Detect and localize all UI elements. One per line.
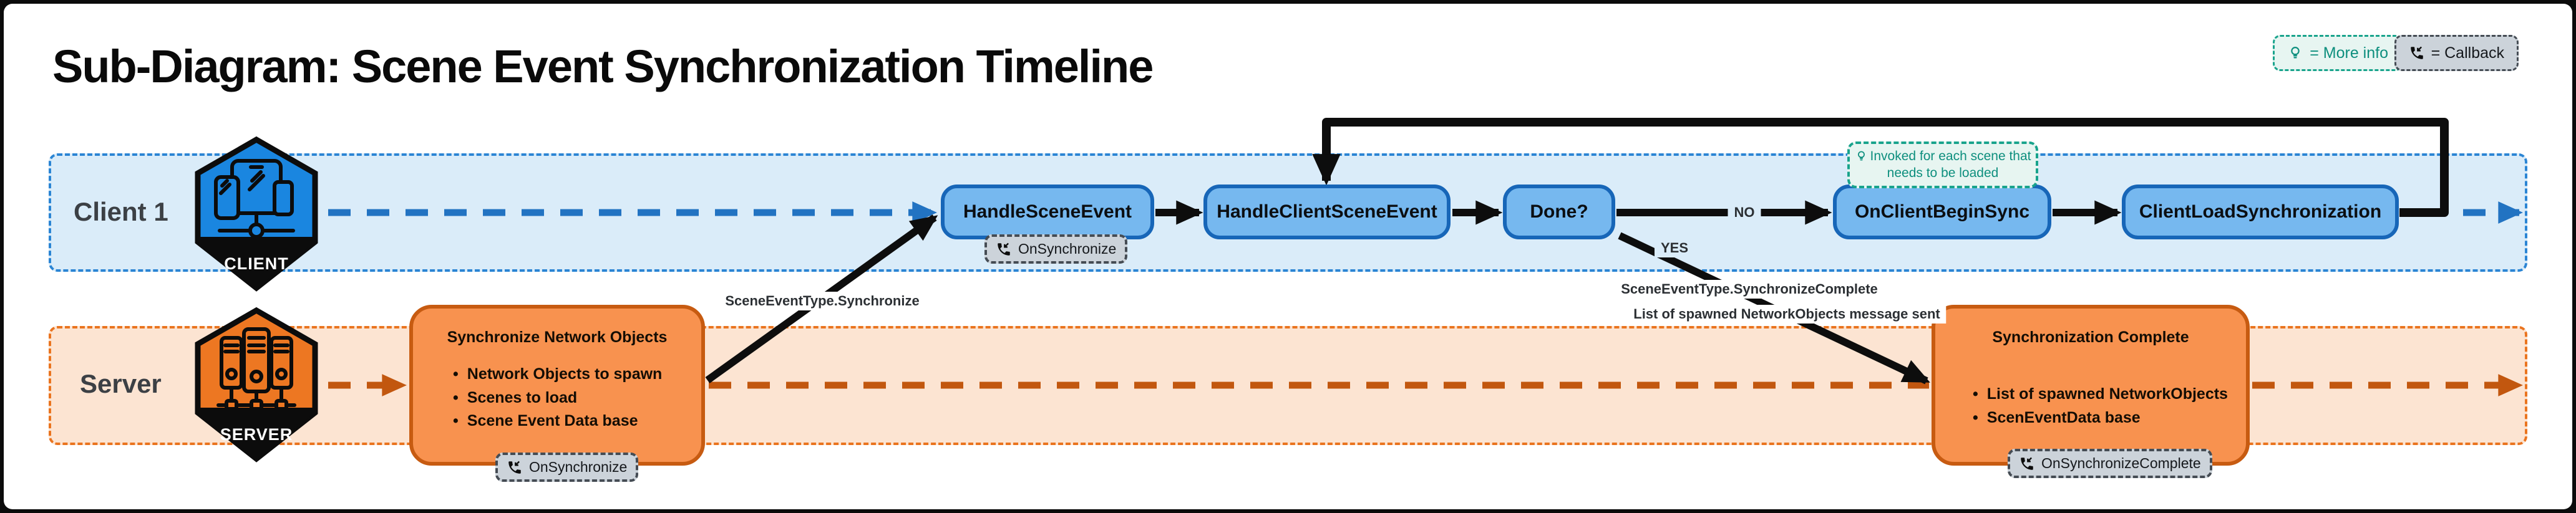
client-lane-label: Client 1 <box>74 197 168 226</box>
server-hexagon: SERVER <box>187 307 326 463</box>
callback-badge-onsynchronizecomplete: OnSynchronizeComplete <box>2008 449 2212 478</box>
callback-badge-label: OnSynchronizeComplete <box>2041 455 2201 471</box>
phone-callback-icon <box>507 459 523 476</box>
legend-more-info: = More info <box>2273 35 2403 71</box>
legend-more-info-label: = More info <box>2310 44 2388 62</box>
server-racks-icon <box>216 327 296 411</box>
box-title: Synchronization Complete <box>1992 328 2189 346</box>
arrow-loop-back <box>1312 118 2449 217</box>
lightbulb-icon <box>2287 45 2303 61</box>
node-done: Done? <box>1503 185 1615 239</box>
client-devices-icon <box>214 159 295 239</box>
node-handle-client-scene-event: HandleClientSceneEvent <box>1203 185 1451 239</box>
server-hexagon-band <box>198 408 315 459</box>
edge-label-yes: YES <box>1654 239 1695 257</box>
edge-label-synchronize: SceneEventType.Synchronize <box>719 292 926 310</box>
page-title: Sub-Diagram: Scene Event Synchronization… <box>52 41 1154 92</box>
phone-callback-icon <box>2409 45 2425 61</box>
box-synchronize-network-objects: Synchronize Network Objects Network Obje… <box>409 305 705 466</box>
callback-badge-onsynchronize-server: OnSynchronize <box>495 453 639 482</box>
phone-callback-icon <box>2019 456 2035 472</box>
node-on-client-begin-sync: OnClientBeginSync <box>1833 185 2051 239</box>
bullet-item: Network Objects to spawn <box>453 363 701 386</box>
phone-callback-icon <box>996 241 1012 257</box>
bullet-item: ScenEventData base <box>1973 406 2246 430</box>
node-handle-scene-event: HandleSceneEvent <box>941 185 1154 239</box>
callback-badge-onsynchronize-client: OnSynchronize <box>984 234 1128 264</box>
tooltip-line1: Invoked for each scene that <box>1870 149 2031 163</box>
server-lane-label: Server <box>80 369 162 398</box>
box-synchronization-complete: Synchronization Complete List of spawned… <box>1932 305 2250 466</box>
legend-callback: = Callback <box>2394 35 2519 71</box>
server-hexagon-label: SERVER <box>220 425 293 444</box>
box-title: Synchronize Network Objects <box>447 328 668 346</box>
bullet-item: Scenes to load <box>453 386 701 410</box>
bullet-item: Scene Event Data base <box>453 410 701 433</box>
bullet-item: List of spawned NetworkObjects <box>1973 383 2246 406</box>
legend-callback-label: = Callback <box>2431 44 2504 62</box>
callback-badge-label: OnSynchronize <box>1018 241 1117 257</box>
client-hexagon: CLIENT <box>187 136 326 292</box>
connectors-layer <box>328 118 2523 396</box>
node-client-load-synchronization: ClientLoadSynchronization <box>2122 185 2399 239</box>
edge-label-spawned-message: List of spawned NetworkObjects message s… <box>1627 305 1947 324</box>
tooltip-line2: needs to be loaded <box>1887 166 1999 181</box>
edge-label-no: NO <box>1728 203 1761 222</box>
callback-badge-label: OnSynchronize <box>529 459 628 475</box>
lightbulb-icon <box>1855 150 1868 163</box>
edge-label-synchronize-complete: SceneEventType.SynchronizeComplete <box>1615 280 1884 299</box>
client-hexagon-label: CLIENT <box>224 254 289 273</box>
tooltip-on-client-begin-sync: Invoked for each scene that needs to be … <box>1847 141 2038 188</box>
client-hexagon-band <box>198 237 315 288</box>
diagram-canvas: Sub-Diagram: Scene Event Synchronization… <box>4 4 2572 509</box>
